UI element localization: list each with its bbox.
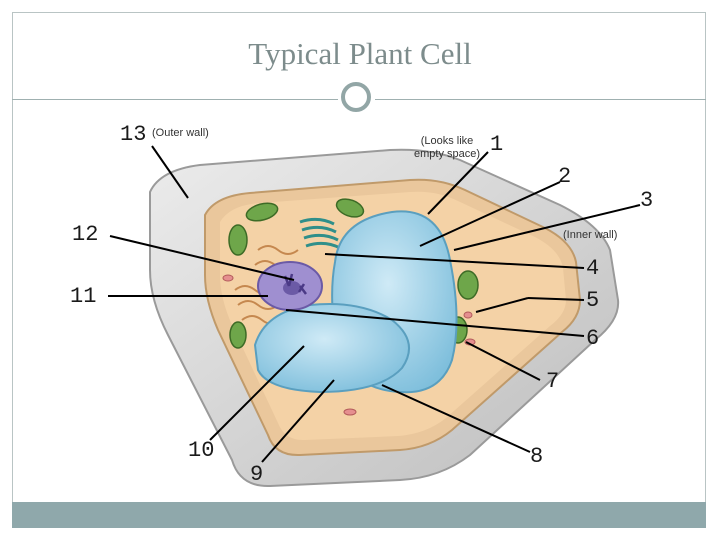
slide-title: Typical Plant Cell: [248, 36, 472, 71]
title-rule-right: [375, 99, 706, 100]
endoplasmic-reticulum: [234, 245, 299, 325]
label-6: 6: [586, 326, 600, 351]
footer-bar: [12, 502, 706, 528]
title-rule-left: [12, 99, 338, 100]
leader-lines: [108, 145, 641, 463]
title-circle-ornament: [341, 82, 371, 112]
label-7: 7: [546, 369, 560, 394]
vacuole-lower-lobe: [253, 303, 411, 394]
label-10: 10: [188, 438, 215, 463]
label-11: 11: [70, 284, 97, 309]
golgi-apparatus: [299, 217, 341, 250]
nucleolus: [283, 281, 301, 295]
label-4: 4: [586, 256, 600, 281]
label-1: 1: [490, 132, 504, 157]
note-inner-wall: (Inner wall): [563, 229, 618, 241]
label-2: 2: [558, 164, 572, 189]
label-9: 9: [250, 462, 264, 487]
label-12: 12: [72, 222, 99, 247]
label-3: 3: [640, 188, 654, 213]
label-8: 8: [530, 444, 544, 469]
label-13: 13: [120, 122, 147, 147]
note-outer-wall: (Outer wall): [152, 127, 209, 139]
note-looks-like-empty-space: (Looks like empty space): [413, 135, 481, 161]
label-5: 5: [586, 288, 600, 313]
